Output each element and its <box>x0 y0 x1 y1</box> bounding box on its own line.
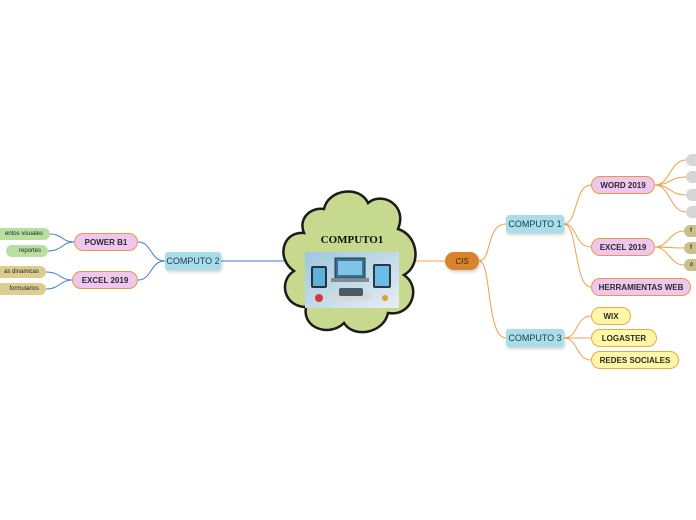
link-excel-right-c3 <box>654 246 685 266</box>
link-cis-computo1 <box>478 223 507 262</box>
node-power-bi[interactable]: POWER B1 <box>74 233 138 251</box>
node-cis[interactable]: CIS <box>445 252 479 270</box>
node-wix[interactable]: WIX <box>591 307 631 325</box>
node-excel-right-child[interactable]: c <box>684 259 696 271</box>
link-computo2-powerbi <box>137 241 166 262</box>
node-logaster[interactable]: LOGASTER <box>591 329 657 347</box>
link-cis-computo3 <box>478 260 507 339</box>
link-excel-right-c1 <box>654 230 685 248</box>
node-computo-2[interactable]: COMPUTO 2 <box>165 252 221 270</box>
central-title: COMPUTO1 <box>320 234 384 246</box>
link-powerbi-child1 <box>49 233 75 243</box>
link-computo1-excel <box>563 223 592 248</box>
node-formularios[interactable]: formularios <box>0 283 46 295</box>
node-reportes[interactable]: reportes <box>6 245 48 257</box>
devices-illustration-icon <box>305 252 399 308</box>
link-computo2-excel <box>137 260 166 281</box>
node-redes-sociales[interactable]: REDES SOCIALES <box>591 351 679 369</box>
node-excel-right-child[interactable]: f <box>684 225 696 237</box>
node-excel-2019-left[interactable]: EXCEL 2019 <box>72 271 138 289</box>
link-word-c1 <box>654 159 687 186</box>
link-computo3-wix <box>563 315 592 339</box>
link-excel-left-child2 <box>45 279 73 290</box>
link-computo1-word <box>563 184 592 225</box>
node-excel-2019-right[interactable]: EXCEL 2019 <box>591 238 655 256</box>
node-elementos-visuales[interactable]: entos visuales <box>0 228 50 240</box>
node-tablas-dinamicas[interactable]: as dinamicas <box>0 266 46 278</box>
node-excel-right-child[interactable]: f <box>684 242 696 254</box>
node-word-2019[interactable]: WORD 2019 <box>591 176 655 194</box>
link-computo1-herramientas <box>563 223 592 288</box>
link-powerbi-child2 <box>47 241 75 252</box>
node-word-child[interactable] <box>686 189 696 201</box>
node-word-child[interactable] <box>686 206 696 218</box>
link-computo3-redes <box>563 337 592 361</box>
node-computo-3[interactable]: COMPUTO 3 <box>506 329 564 347</box>
node-computo-1[interactable]: COMPUTO 1 <box>506 215 564 233</box>
node-word-child[interactable] <box>686 171 696 183</box>
node-word-child[interactable] <box>686 154 696 166</box>
link-excel-left-child1 <box>45 271 73 281</box>
link-word-c4 <box>654 184 687 213</box>
node-herramientas-web[interactable]: HERRAMIENTAS WEB <box>591 278 691 296</box>
